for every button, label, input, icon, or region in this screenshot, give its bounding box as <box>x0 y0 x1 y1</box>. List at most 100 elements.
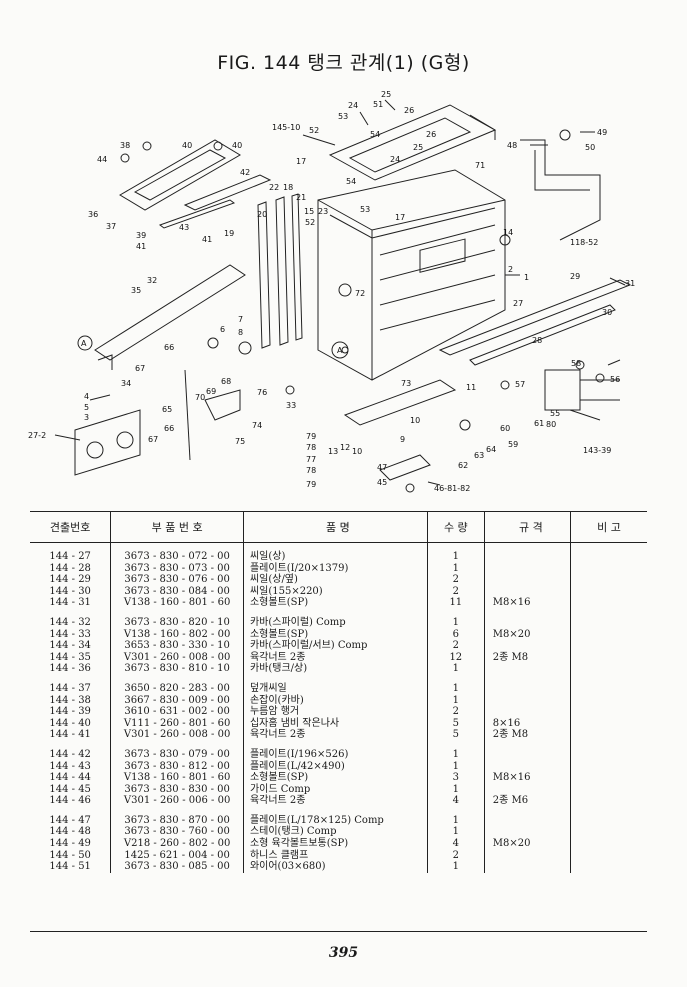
page-number: 395 <box>328 945 359 961</box>
part-no-cell: 3673 - 830 - 079 - 00 <box>110 748 244 761</box>
svg-text:78: 78 <box>306 466 316 475</box>
remarks-cell <box>570 849 647 862</box>
svg-text:48: 48 <box>507 141 517 150</box>
svg-text:8: 8 <box>238 328 243 337</box>
part-no-cell: V301 - 260 - 008 - 00 <box>110 729 244 741</box>
part-name-cell: 씨일(상/옆) <box>242 574 428 586</box>
part-name-cell: 소형볼트(SP) <box>242 772 428 784</box>
remarks-cell <box>570 861 647 873</box>
svg-text:33: 33 <box>286 401 296 410</box>
part-no-cell: V301 - 260 - 008 - 00 <box>110 651 244 664</box>
qty-cell: 1 <box>426 760 485 773</box>
qty-cell: 3 <box>426 772 485 784</box>
svg-text:40: 40 <box>232 141 242 150</box>
spec-cell <box>483 616 571 629</box>
svg-text:32: 32 <box>147 276 157 285</box>
remarks-cell <box>570 651 647 664</box>
remarks-cell <box>570 682 647 695</box>
qty-cell: 2 <box>426 849 485 862</box>
part-no-cell: 3673 - 830 - 084 - 00 <box>110 585 244 598</box>
qty-cell: 4 <box>426 838 485 850</box>
ref-no-cell: 144 - 43 <box>49 760 91 772</box>
qty-cell: 5 <box>426 717 485 730</box>
part-no-cell: V138 - 160 - 801 - 60 <box>110 597 244 609</box>
svg-text:67: 67 <box>135 364 145 373</box>
svg-text:26: 26 <box>426 130 436 139</box>
svg-text:29: 29 <box>570 272 580 281</box>
qty-cell: 12 <box>426 651 485 664</box>
svg-text:1: 1 <box>524 273 529 282</box>
remarks-cell <box>570 717 647 730</box>
remarks-cell <box>570 706 647 718</box>
spec-cell <box>483 814 571 827</box>
part-name-cell: 와이어(03×680) <box>242 861 428 873</box>
remarks-cell <box>570 597 647 609</box>
qty-cell: 4 <box>426 795 485 807</box>
spec-cell <box>483 574 571 586</box>
group-spacer <box>30 542 647 551</box>
ref-no-cell: 144 - 36 <box>49 663 91 675</box>
svg-text:3: 3 <box>84 413 89 422</box>
svg-text:73: 73 <box>401 379 411 388</box>
svg-text:76: 76 <box>257 388 267 397</box>
remarks-cell <box>570 640 647 652</box>
svg-text:35: 35 <box>131 286 141 295</box>
svg-text:22: 22 <box>269 183 279 192</box>
ref-no-cell: 144 - 47 <box>49 814 91 826</box>
part-name-cell: 덮개씨일 <box>242 682 428 695</box>
spec-cell: 2종 M8 <box>483 651 571 664</box>
svg-text:10: 10 <box>352 447 362 456</box>
part-name-cell: 소형볼트(SP) <box>242 597 428 609</box>
svg-text:79: 79 <box>306 480 316 489</box>
spec-cell <box>483 783 571 796</box>
remarks-cell <box>570 795 647 807</box>
ref-no-cell: 144 - 37 <box>49 682 91 694</box>
svg-text:39: 39 <box>136 231 146 240</box>
part-no-cell: 3673 - 830 - 830 - 00 <box>110 783 244 796</box>
part-name-cell: 소형 육각볼트보통(SP) <box>242 838 428 850</box>
part-name-cell: 씨일(상) <box>242 551 428 563</box>
remarks-cell <box>570 562 647 575</box>
ref-no-cell: 144 - 32 <box>49 616 91 628</box>
table-bottom-rule <box>30 931 647 932</box>
remarks-cell <box>570 760 647 773</box>
svg-text:75: 75 <box>235 437 245 446</box>
svg-text:10: 10 <box>410 416 420 425</box>
part-no-cell: V218 - 260 - 802 - 00 <box>110 838 244 850</box>
header-ref-no: 견출번호 <box>30 511 111 543</box>
svg-text:47: 47 <box>377 463 387 472</box>
qty-cell: 1 <box>426 682 485 695</box>
ref-no-cell: 144 - 34 <box>49 640 91 652</box>
qty-cell: 1 <box>426 663 485 675</box>
part-name-cell: 소형볼트(SP) <box>242 628 428 641</box>
remarks-cell <box>570 826 647 839</box>
svg-text:41: 41 <box>202 235 212 244</box>
svg-text:14: 14 <box>503 228 513 237</box>
svg-text:57: 57 <box>515 380 525 389</box>
spec-cell <box>483 694 571 707</box>
spec-cell <box>483 663 571 675</box>
part-name-cell: 씨일(155×220) <box>242 585 428 598</box>
part-no-cell: V138 - 160 - 802 - 00 <box>110 628 244 641</box>
svg-text:17: 17 <box>395 213 405 222</box>
ref-no-cell: 144 - 44 <box>49 772 91 784</box>
part-no-cell: 3673 - 830 - 072 - 00 <box>110 551 244 563</box>
svg-text:53: 53 <box>338 112 348 121</box>
part-no-cell: 3650 - 820 - 283 - 00 <box>110 682 244 695</box>
header-part-no: 부 품 번 호 <box>110 511 244 543</box>
svg-text:28: 28 <box>532 336 542 345</box>
spec-cell: 8×16 <box>483 717 571 730</box>
svg-text:20: 20 <box>257 210 267 219</box>
svg-text:66: 66 <box>164 343 174 352</box>
remarks-cell <box>570 748 647 761</box>
svg-text:12: 12 <box>340 443 350 452</box>
svg-text:40: 40 <box>182 141 192 150</box>
svg-text:145-10: 145-10 <box>272 123 300 132</box>
part-name-cell: 카바(스파이럴/서브) Comp <box>242 640 428 652</box>
